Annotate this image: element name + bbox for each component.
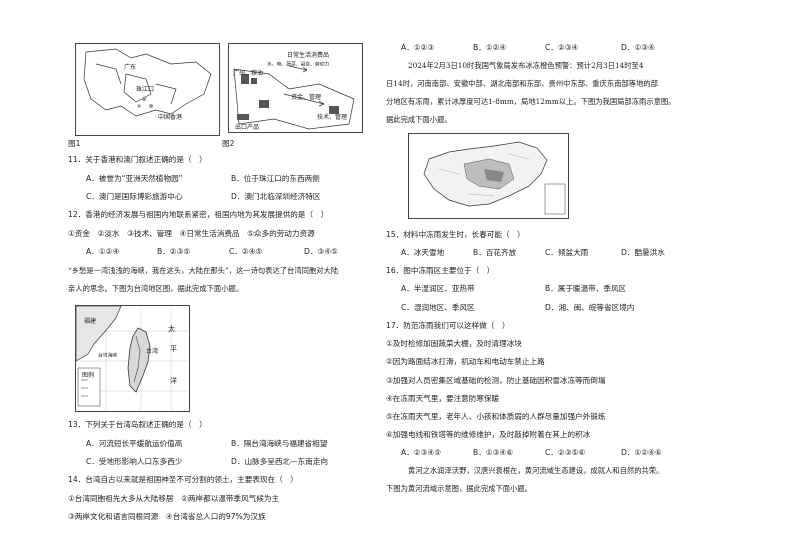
passage-2-line-4: 据此完成下面小题。 [386, 115, 452, 124]
q13-option-d: D．山脉多呈西北—东南走向 [231, 457, 328, 466]
fig2-label-export: 出口产品 [235, 124, 260, 131]
fig2-label-capital: 资金、管理 [291, 94, 322, 101]
q17-item-3: ③加强对人员密集区域基础的检测，防止基础因积雪冰冻等而倒塌 [386, 376, 606, 385]
passage-3-line-2: 下图为黄河流域示意图，据此完成下面小题。 [386, 484, 532, 493]
passage-3-line-1: 黄河之水润泽沃野，汉唐兴衰根在，黄河流域生态建设，成就人和自然的共荣。 [408, 466, 664, 475]
fig1-label-guangdong: 广东 [124, 64, 137, 71]
china-freezing-rain-map [408, 133, 569, 219]
q17-stem: 17．防范冻雨我们可以这样做（ ） [386, 321, 510, 330]
q11-option-d: D．澳门北临深圳经济特区 [231, 192, 321, 201]
prev-option-a: A．①②③ [401, 43, 435, 52]
q15-option-b: B．百花齐放 [473, 248, 517, 257]
q11-option-b: B．位于珠江口的东西两侧 [231, 174, 320, 183]
q12-stem: 12．香港的经济发展与祖国内地联系紧密，祖国内地为其发展提供的是（ ） [68, 210, 329, 219]
figure-1-map: 广东 珠江口 中国香港 [75, 43, 220, 136]
passage-1-line-1: “乡愁是一湾浅浅的海峡，我在这头，大陆在那头”，这一诗句表达了台湾同胞对大陆 [68, 266, 339, 275]
q16-stem: 16．图中冻雨区主要位于（ ） [386, 266, 495, 275]
q17-option-d: D．①②④⑥ [621, 448, 662, 457]
fig1-label-hongkong: 中国香港 [158, 114, 183, 121]
q12-items: ①资金 ②淡水 ③技术、管理 ④日常生活消费品 ⑤众多的劳动力资源 [68, 229, 315, 238]
taiwan-label-tai: 太 [168, 325, 175, 333]
fig2-label-grain: 广州、粮油 [233, 70, 264, 77]
q13-option-b: B．隔台湾海峡与福建省相望 [231, 439, 328, 448]
q17-option-b: B．①③④⑥ [473, 448, 514, 457]
taiwan-map: 福建 台湾 太 平 洋 台湾海峡 图例 [75, 305, 190, 412]
prev-option-d: D．①③④ [621, 43, 655, 52]
fig2-label-resources: 水、电、蔬菜、副食、劳动力 [267, 61, 330, 68]
fig1-label-pearl-estuary: 珠江口 [136, 86, 155, 93]
prev-option-b: B．①②④ [473, 43, 507, 52]
q13-option-c: C．受地形影响人口东多西少 [86, 457, 183, 466]
q15-stem: 15．材料中冻雨发生时，长春可能（ ） [386, 230, 525, 239]
q16-option-c: C．湿润地区、季风区 [401, 303, 475, 312]
q12-option-c: C．②④⑤ [229, 247, 263, 256]
q15-option-c: C．倾盆大雨 [545, 248, 589, 257]
figure-1-caption: 图1 [68, 139, 81, 148]
q17-item-6: ⑥加强电线和铁塔等的维修维护，及时敲掉附着在其上的积冰 [386, 430, 591, 439]
q17-item-4: ④在冻雨天气里，要注意防寒保暖 [386, 394, 500, 403]
q11-option-c: C．澳门是国际博彩旅游中心 [86, 192, 183, 201]
fig2-label-tech: 技术、管理 [317, 114, 348, 121]
q14-line-2: ③两岸文化和语言同根同源 ④台湾省总人口的97%为汉族 [68, 512, 266, 521]
taiwan-label-ping: 平 [170, 345, 177, 353]
q17-option-a: A．②③④⑤ [401, 448, 442, 457]
q15-option-d: D．酷暑洪水 [621, 248, 665, 257]
q16-option-b: B．属于暖温带、季风区 [545, 284, 627, 293]
q14-stem: 14．台湾自古以来就是祖国神圣不可分割的领土，主要表现在（ ） [68, 475, 298, 484]
q17-item-5: ⑤在冻雨天气里，老年人、小孩和体质弱的人群尽量加强户外锻炼 [386, 412, 606, 421]
q16-option-d: D．湘、闽、皖等省区境内 [545, 303, 635, 312]
q17-option-c: C．②③⑤⑥ [545, 448, 586, 457]
taiwan-legend-title: 图例 [82, 372, 95, 379]
figure-2-diagram: 日常生活消费品 水、电、蔬菜、副食、劳动力 广州、粮油 资金、管理 技术、管理 … [228, 43, 363, 133]
q16-option-a: A．半湿润区、亚热带 [401, 284, 475, 293]
taiwan-label-strait: 台湾海峡 [98, 352, 118, 359]
q17-item-2: ②因为路面结冰打滑，机动车和电动车禁止上路 [386, 357, 545, 366]
taiwan-label-fujian: 福建 [84, 318, 97, 325]
q17-item-1: ①及时检修加固蔬菜大棚，及时清理冰块 [386, 339, 522, 348]
passage-1-line-2: 亲人的思念。下图为台湾地区图，据此完成下面小题。 [68, 284, 244, 293]
passage-2-line-1: 2024年2月3日10时我国气象局发布冰冻橙色预警：预计2月3日14时至4 [408, 61, 644, 70]
figure-2-caption: 图2 [222, 139, 235, 148]
q13-option-a: A．河流短长平缓航运价值高 [86, 439, 183, 448]
prev-option-c: C．②③④ [545, 43, 579, 52]
passage-2-line-2: 日14时，河南南部、安徽中部、湖北南部和东部、贵州中东部、重庆东南部等地的部 [386, 79, 658, 88]
q14-line-1: ①台湾同胞祖先大多从大陆移居 ②两岸都以温带季风气候为主 [68, 494, 280, 503]
q12-option-a: A．①②④ [86, 247, 120, 256]
passage-2-line-3: 分地区有冻雨，累计冰厚度可达1-8mm，局地12mm以上。下图为我国局部冻雨示意… [386, 97, 676, 106]
fig2-label-goods: 日常生活消费品 [287, 52, 330, 59]
q15-option-a: A．冰天雪地 [401, 248, 445, 257]
q12-option-d: D．③④⑤ [304, 247, 338, 256]
taiwan-label-taiwan: 台湾 [146, 348, 159, 355]
taiwan-label-yang: 洋 [170, 377, 177, 385]
q13-stem: 13．下列关于台湾岛叙述正确的是（ ） [68, 420, 207, 429]
q11-option-a: A．被誉为“亚洲天然植物园” [86, 174, 183, 183]
q11-stem: 11．关于香港和澳门叙述正确的是（ ） [68, 155, 207, 164]
q12-option-b: B．②③⑤ [157, 247, 191, 256]
